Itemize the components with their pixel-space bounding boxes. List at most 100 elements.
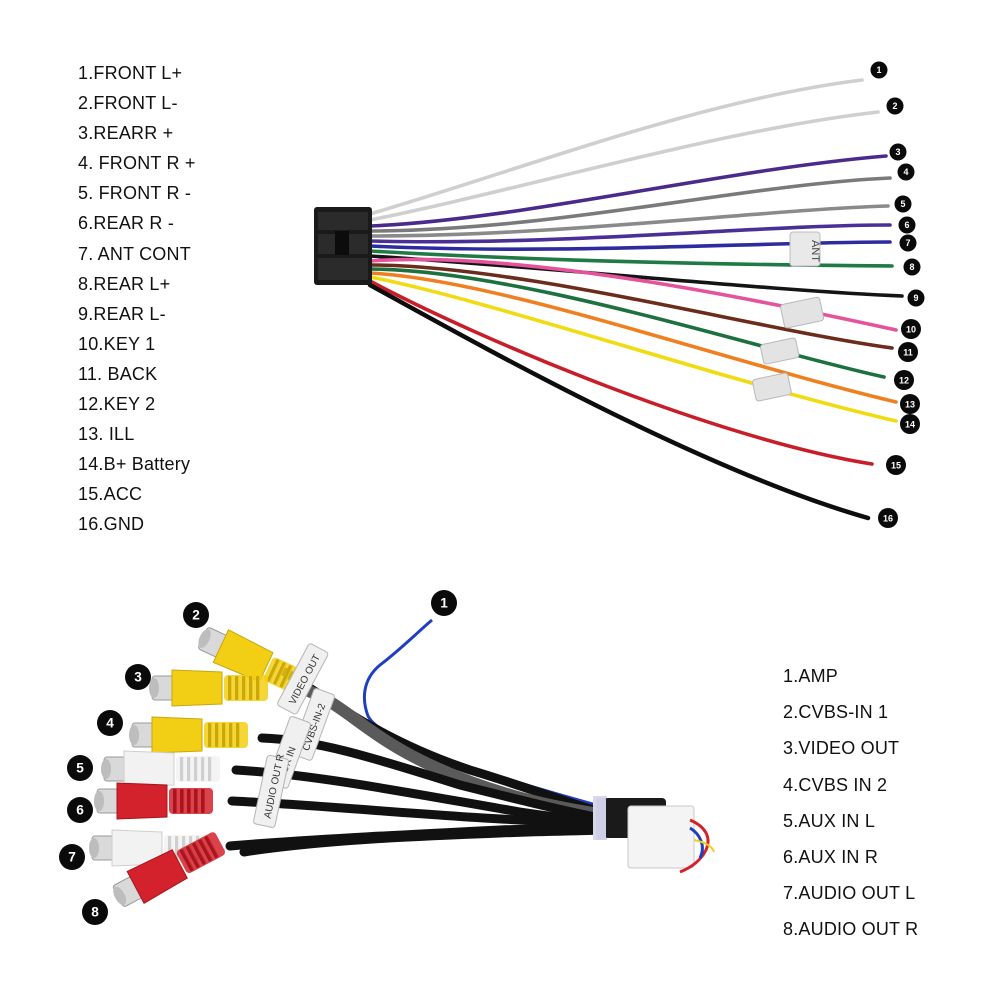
top-legend-item: 15.ACC [78, 484, 143, 505]
wire-6 [368, 223, 892, 244]
svg-text:15: 15 [891, 461, 901, 471]
wire-2 [368, 110, 880, 222]
top-legend-item: 4. FRONT R + [78, 153, 196, 174]
top-legend-item: 16.GND [78, 514, 145, 535]
top-legend-item: 9.REAR L- [78, 303, 166, 324]
top-legend-item: 8.REAR L+ [78, 273, 171, 294]
wire-number-badge: 15 [886, 455, 906, 475]
svg-text:1: 1 [877, 65, 882, 75]
svg-text:8: 8 [91, 905, 99, 920]
bottom-legend-item: 3.VIDEO OUT [783, 738, 900, 759]
svg-text:7: 7 [68, 850, 76, 865]
wire-1 [368, 78, 864, 216]
top-legend-item: 5. FRONT R - [78, 183, 192, 204]
ant-tag: ANT [789, 231, 821, 267]
connector-number-badge: 4 [97, 710, 123, 736]
wire-number-badge: 13 [900, 394, 920, 414]
wire-10 [368, 257, 898, 332]
svg-text:6: 6 [905, 220, 910, 230]
top-legend-item: 1.FRONT L+ [78, 63, 183, 83]
svg-text:2: 2 [893, 101, 898, 111]
wire-number-badge: 6 [898, 216, 916, 234]
top-legend-item: 11. BACK [78, 363, 158, 384]
wire-8 [368, 249, 894, 268]
svg-text:3: 3 [134, 670, 142, 685]
wire-number-badge: 12 [894, 370, 914, 390]
wire-tag [752, 372, 792, 402]
svg-text:12: 12 [899, 376, 909, 386]
top-legend-item: 7. ANT CONT [78, 243, 191, 264]
wire-number-badge: 5 [894, 195, 912, 213]
svg-text:5: 5 [901, 199, 906, 209]
bottom-legend-item: 4.CVBS IN 2 [783, 774, 888, 795]
rca-plug-5 [101, 750, 220, 788]
svg-text:3: 3 [896, 147, 901, 157]
svg-text:ANT: ANT [809, 240, 821, 262]
wire-7 [368, 240, 892, 251]
connector-number-badge: 6 [67, 797, 93, 823]
rca-cable [227, 796, 605, 831]
top-harness-wires [367, 78, 904, 521]
wire-number-badge: 9 [907, 289, 925, 307]
bottom-legend-item: 7.AUDIO OUT L [783, 883, 916, 904]
connector-number-badge: 8 [82, 899, 108, 925]
multi-pin-connector [593, 796, 715, 874]
top-legend-item: 2.FRONT L- [78, 93, 178, 114]
svg-text:1: 1 [440, 596, 448, 611]
svg-text:16: 16 [883, 514, 893, 524]
wire-number-badge: 7 [899, 234, 917, 252]
bottom-legend-item: 2.CVBS-IN 1 [783, 702, 889, 723]
svg-text:6: 6 [76, 803, 84, 818]
connector-number-badge: 7 [59, 844, 85, 870]
top-harness-tags: ANT [752, 231, 825, 402]
top-legend-item: 10.KEY 1 [78, 333, 156, 354]
rca-plug-3 [149, 669, 268, 707]
wire-number-badge: 16 [878, 508, 898, 528]
bottom-connector-number-badges: 1 2 3 4 5 6 7 8 [59, 590, 457, 925]
connector-number-badge: 5 [67, 755, 93, 781]
svg-text:2: 2 [192, 608, 200, 623]
connector-number-badge: 2 [183, 602, 209, 628]
svg-text:7: 7 [906, 238, 911, 248]
wire-number-badge: 14 [900, 414, 920, 434]
svg-text:14: 14 [905, 420, 915, 430]
wire-number-badge: 4 [897, 163, 915, 181]
bottom-legend-item: 1.AMP [783, 666, 839, 686]
svg-text:5: 5 [76, 761, 84, 776]
svg-text:13: 13 [905, 400, 915, 410]
wire-5 [368, 204, 890, 238]
wire-tag [760, 337, 800, 365]
wire-tag [780, 296, 825, 329]
iso-connector-block [314, 207, 372, 285]
wire-3 [368, 154, 888, 228]
wire-number-badge: 10 [901, 319, 921, 339]
wire-15 [368, 279, 874, 466]
rca-plug-8 [112, 832, 226, 907]
wire-11 [368, 263, 894, 350]
svg-text:9: 9 [914, 293, 919, 303]
svg-text:11: 11 [903, 348, 913, 358]
svg-text:8: 8 [910, 262, 915, 272]
svg-text:4: 4 [106, 716, 114, 731]
top-legend-item: 13. ILL [78, 424, 135, 445]
top-legend-item: 12.KEY 2 [78, 394, 156, 415]
cable-tie [596, 798, 606, 840]
wire-number-badge: 8 [903, 258, 921, 276]
wire-number-badge: 1 [870, 61, 888, 79]
rca-cable [280, 667, 605, 817]
top-legend-item: 6.REAR R - [78, 213, 175, 234]
rca-plug-6 [94, 782, 213, 820]
cable-label-tag: AUDIO OUT R [253, 753, 290, 828]
wire-number-badge: 3 [889, 143, 907, 161]
wire-number-badge: 2 [886, 97, 904, 115]
wire-14 [368, 275, 898, 423]
top-legend-item: 14.B+ Battery [78, 454, 191, 475]
wire-number-badge: 11 [898, 342, 918, 362]
rca-plug-4 [129, 716, 248, 754]
wire-16 [367, 282, 871, 521]
connector-number-badge: 3 [125, 664, 151, 690]
